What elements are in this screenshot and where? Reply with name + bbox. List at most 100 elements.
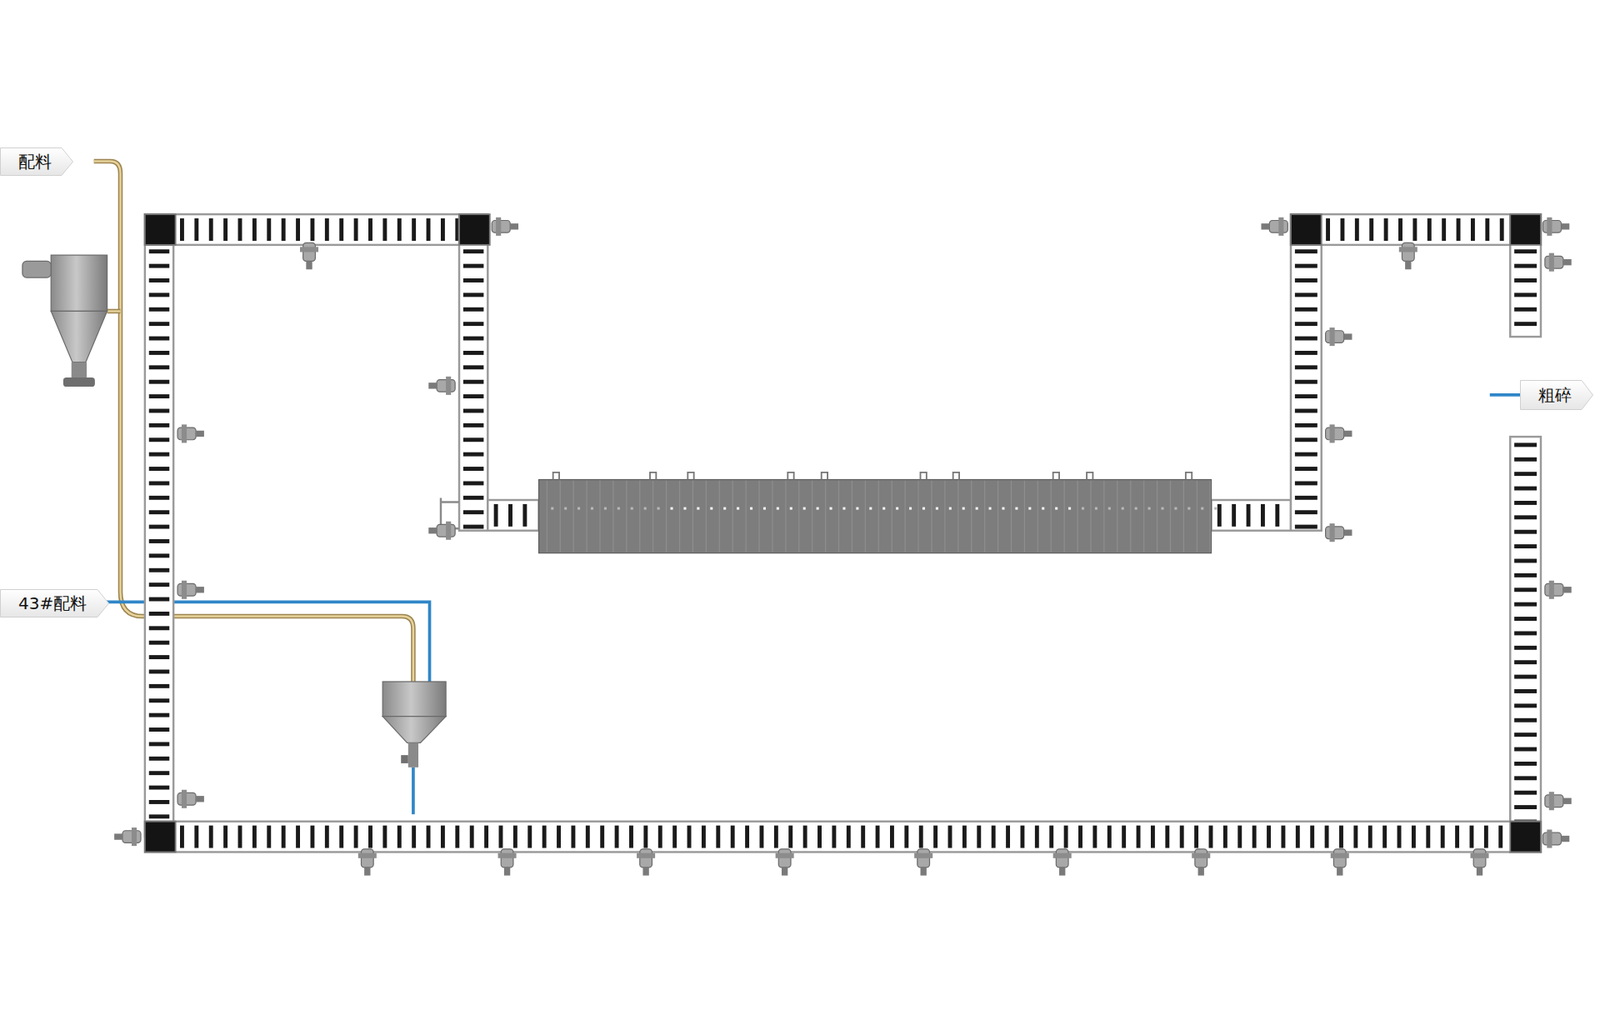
motor-flange <box>1330 853 1350 859</box>
conveyor-slat <box>149 713 170 718</box>
oven-port-dot <box>935 507 939 510</box>
oven-panel-line <box>997 480 999 553</box>
conveyor-slat <box>463 466 484 471</box>
oven-port-dot <box>949 507 952 510</box>
motor-end <box>1405 260 1411 270</box>
conveyor-slat <box>1514 630 1537 635</box>
conveyor-slat <box>411 218 416 241</box>
motor-flange <box>1278 217 1284 236</box>
conveyor-slat <box>1397 825 1402 849</box>
drive-motor <box>300 242 319 270</box>
conveyor-slat <box>1514 457 1537 462</box>
conveyor-slat <box>1266 825 1271 849</box>
oven-port-dot <box>564 507 567 510</box>
oven-port-dot <box>1055 507 1058 510</box>
oven-port-dot <box>776 507 780 510</box>
oven-panel-line <box>771 480 773 553</box>
motor-flange <box>1330 523 1335 542</box>
conveyor-slat <box>209 218 214 241</box>
conveyor-slat <box>1514 249 1537 254</box>
oven-panel-line <box>1143 480 1145 553</box>
oven-port-dot <box>577 507 580 510</box>
motor-flange <box>495 217 501 236</box>
oven-lifting-hook <box>920 472 926 480</box>
drive-motor <box>1545 580 1572 600</box>
conveyor-slat <box>1217 504 1222 527</box>
conveyor-slat <box>1078 825 1083 849</box>
conveyor-slat <box>463 495 484 500</box>
conveyor-slat <box>1064 825 1069 849</box>
oven-port-dot <box>604 507 607 510</box>
conveyor-slat <box>730 825 735 849</box>
conveyor-slat <box>643 825 648 849</box>
feed-hopper-valve-handle <box>400 755 409 764</box>
conveyor-slat <box>149 727 170 732</box>
drive-motor <box>1191 849 1210 876</box>
conveyor-slat <box>1260 504 1265 527</box>
hopper-cylinder <box>50 255 107 311</box>
conveyor-slat <box>1280 825 1285 849</box>
conveyor-slat <box>1209 825 1214 849</box>
conveyor-slat <box>1092 825 1097 849</box>
conveyor-slat <box>149 785 170 790</box>
conveyor-slat <box>890 825 895 849</box>
oven-port-dot <box>855 507 859 510</box>
motor-end <box>195 586 205 593</box>
oven-port-dot <box>842 507 845 510</box>
drive-motor <box>1325 424 1353 443</box>
oven-port-dot <box>975 507 979 510</box>
conveyor-slat <box>1382 825 1387 849</box>
conveyor-slat <box>991 825 996 849</box>
motor-end <box>428 382 437 389</box>
conveyor-frame <box>1510 214 1541 337</box>
oven-port-dot <box>1121 507 1125 510</box>
oven-lifting-hook <box>1185 472 1192 480</box>
conveyor-slat <box>803 825 808 849</box>
oven-panel-line <box>732 480 734 553</box>
drive-motor <box>177 424 205 443</box>
oven-port-dot <box>630 507 634 510</box>
conveyor-slat <box>904 825 909 849</box>
conveyor-slat <box>354 218 359 241</box>
conveyor-slat <box>1427 218 1432 241</box>
oven-panel-line <box>758 480 760 553</box>
oven-panel-line <box>573 480 575 553</box>
drive-motor <box>775 849 795 876</box>
motor-flange <box>1549 791 1555 810</box>
conveyor-slat <box>149 800 170 805</box>
oven-panel-line <box>825 480 826 553</box>
motor-end <box>195 430 205 437</box>
conveyor-slat <box>149 525 170 530</box>
conveyor-slat <box>933 825 938 849</box>
conveyor-slat <box>325 825 330 849</box>
conveyor-slat <box>463 480 484 485</box>
oven-panel-line <box>639 480 640 553</box>
conveyor-segment <box>1510 436 1541 852</box>
conveyor-segment <box>145 214 174 837</box>
conveyor-slat <box>1514 530 1537 535</box>
conveyor-slat <box>1514 471 1537 476</box>
conveyor-slat <box>354 825 359 849</box>
conveyor-slat <box>1295 525 1318 530</box>
oven-port-dot <box>657 507 660 510</box>
drive-motor <box>498 849 517 876</box>
conveyor-slat <box>1514 732 1537 737</box>
conveyor-slat <box>1295 307 1318 312</box>
label-tag: 配料 <box>0 147 74 176</box>
conveyor-slat <box>962 825 967 849</box>
drive-motor <box>1053 849 1072 876</box>
conveyor-slat <box>1005 825 1010 849</box>
conveyor-slat <box>1514 703 1537 708</box>
conveyor-slat <box>1049 825 1054 849</box>
conveyor-frame <box>1290 214 1541 245</box>
oven-panel-line <box>917 480 919 553</box>
conveyor-slat <box>1136 825 1141 849</box>
conveyor-slat <box>1514 264 1537 269</box>
motor-end <box>364 867 370 876</box>
conveyor-slat <box>463 510 484 515</box>
conveyor-slat <box>701 825 706 849</box>
corner-drive <box>1290 214 1322 245</box>
oven-port-dot <box>1108 507 1111 510</box>
oven-port-dot <box>816 507 820 510</box>
